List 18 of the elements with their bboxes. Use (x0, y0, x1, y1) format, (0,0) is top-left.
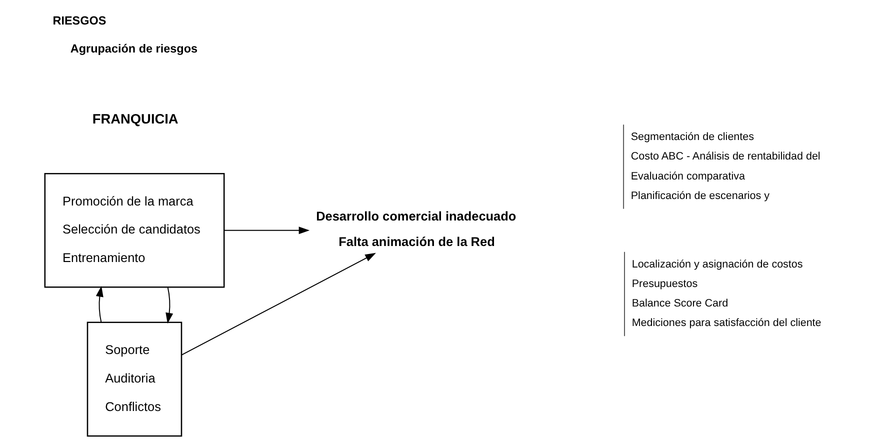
label: Segmentación de clientes (630, 131, 754, 144)
label: Balance Score Card (632, 298, 728, 310)
label: Localización y asignación de costos (632, 258, 803, 270)
arrow (224, 226, 310, 234)
arrow (181, 252, 376, 356)
arrow (96, 286, 104, 323)
arrow (166, 286, 174, 324)
node-box: Soporte Auditoria Conflictos (86, 322, 182, 437)
label: Evaluación comparativa (630, 170, 746, 182)
node-text: Desarrollo comercial inadecuado Falta animación de la Red (316, 208, 516, 249)
label: Presupuestos (632, 278, 698, 290)
label: Agrupación de riesgos (70, 42, 198, 56)
diagram-title: RIESGOS (52, 14, 106, 28)
label: Planificación de escenarios y (630, 190, 770, 202)
label: Mediciones para satisfacción del cliente (632, 317, 822, 330)
label: FRANQUICIA (92, 111, 178, 126)
node-box: Promoción de la marca Selección de candidatos Entrenamiento (44, 172, 225, 288)
label: Costo ABC - Análisis de rentabilidad del (630, 150, 820, 163)
